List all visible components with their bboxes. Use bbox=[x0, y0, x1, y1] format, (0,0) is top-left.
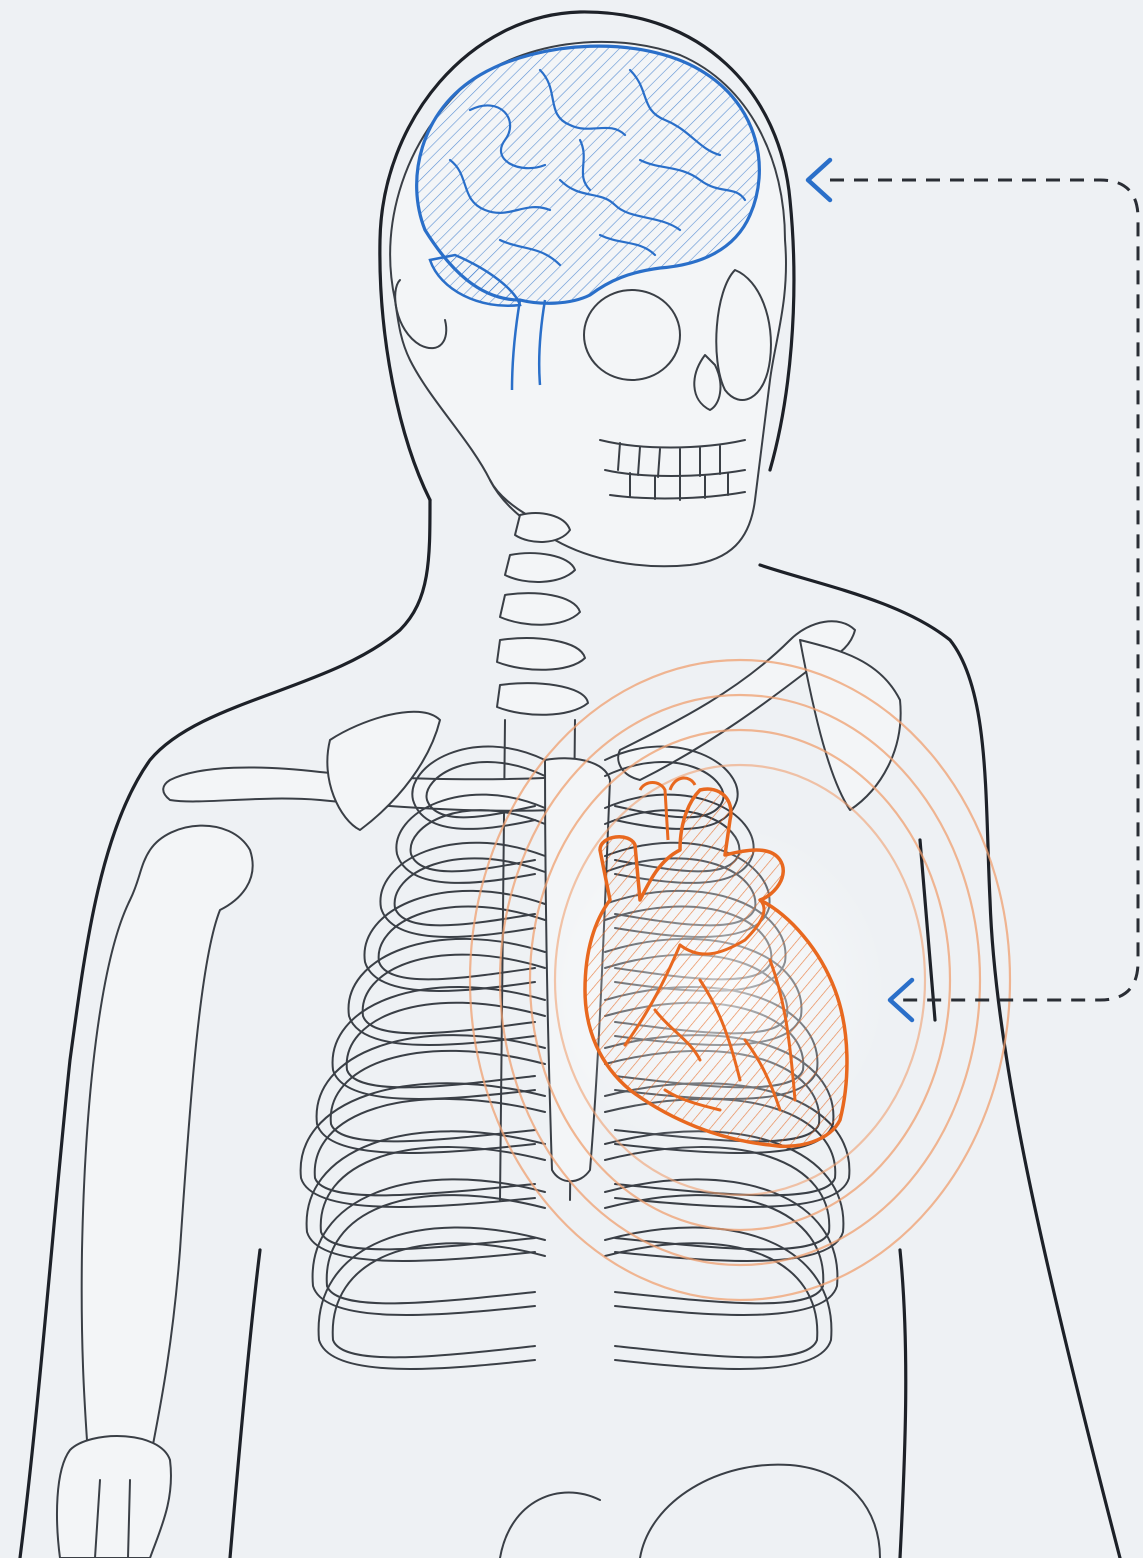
pelvis-hint bbox=[500, 1465, 880, 1558]
rib-l-9-inner bbox=[321, 1147, 545, 1249]
left-arm-bones bbox=[57, 826, 253, 1558]
rib-l-2-inner bbox=[411, 810, 545, 871]
rib-l-3-outer bbox=[380, 843, 545, 937]
brain-arrow-icon bbox=[808, 160, 830, 200]
rib-l-4-outer bbox=[364, 891, 545, 991]
rib-l-7-outer bbox=[317, 1035, 545, 1153]
